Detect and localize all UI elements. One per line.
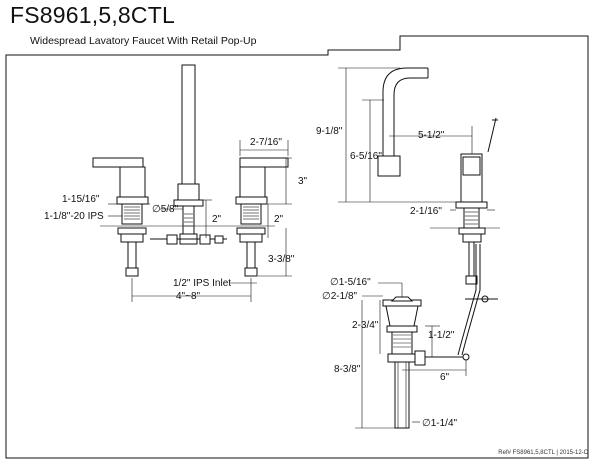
dim-rod-offset: 6" — [440, 372, 450, 383]
title-frame — [5, 35, 589, 459]
right-handle-drawing — [235, 157, 289, 277]
dim-center-spread: 4"~8" — [176, 291, 201, 302]
dim-spout-reach: 5-1/2" — [418, 130, 445, 141]
dim-drain-top: ∅2-1/8" — [322, 291, 358, 302]
right-dimension-lines — [338, 67, 495, 429]
dim-drain-body: 2-3/4" — [352, 320, 379, 331]
spout-drawing — [150, 64, 227, 245]
dim-handle-height: 3" — [298, 176, 308, 187]
dim-handle-spread: 2-7/16" — [250, 137, 282, 148]
dim-thread-size: 1-1/8"-20 IPS — [44, 211, 104, 222]
dim-tailpiece-diameter: ∅1-1/4" — [422, 418, 458, 429]
dim-spout-height: 6-5/16" — [350, 151, 382, 162]
dim-supply-length: 3-3/8" — [268, 254, 295, 265]
dim-spout-shank: 2" — [212, 214, 222, 225]
side-profile-drawing — [377, 67, 498, 361]
left-handle-drawing — [92, 157, 149, 277]
popup-drain-drawing — [382, 296, 426, 429]
dim-handle-shank: 2" — [274, 214, 284, 225]
dim-overall-height: 9-1/8" — [316, 126, 343, 137]
dim-tailpiece-length: 8-3/8" — [334, 364, 361, 375]
dim-base-diameter: 2-1/16" — [410, 206, 442, 217]
left-dimension-lines — [108, 140, 292, 302]
product-title: FS8961,5,8CTL — [10, 2, 175, 28]
reference-number: Ref# FS8961,5,8CTL | 2015-12-C — [498, 450, 588, 456]
dim-drain-flange: ∅1-5/16" — [330, 277, 371, 288]
product-subtitle: Widespread Lavatory Faucet With Retail P… — [30, 35, 257, 47]
dim-shank-diameter: ∅5/8" — [152, 204, 179, 215]
dim-handle-escutcheon: 1-15/16" — [62, 194, 100, 205]
dim-inlet: 1/2" IPS Inlet — [173, 278, 232, 289]
dim-lift-rod-height: 1-1/2" — [428, 330, 455, 341]
